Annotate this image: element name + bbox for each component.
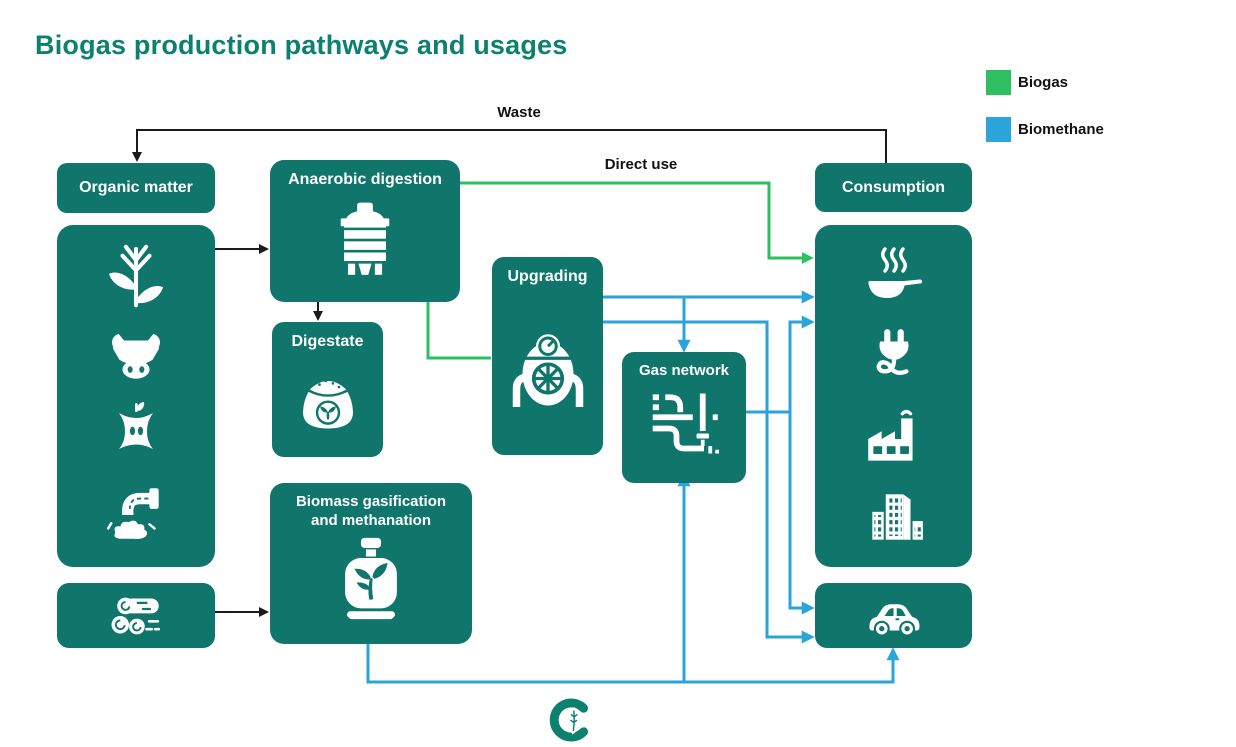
electric-plug-icon [876, 329, 909, 375]
legend-item-biogas: Biogas [986, 70, 1104, 95]
legend: Biogas Biomethane [986, 70, 1104, 164]
cooking-pan-icon [867, 247, 922, 298]
legend-label: Biomethane [1018, 121, 1104, 138]
direct-use-flow-label: Direct use [604, 156, 678, 173]
icon-slot [270, 196, 460, 288]
corn-crop-icon [109, 244, 163, 308]
consumption-label: Consumption [841, 178, 946, 196]
pipe-network-icon [652, 393, 719, 454]
icon-slot [57, 475, 215, 553]
organic-matter-title-box: Organic matter [57, 163, 215, 213]
biomass-gasification-label: Biomass gasification and methanation [295, 493, 447, 529]
page-title: Biogas production pathways and usages [35, 30, 568, 60]
upgrading-unit-icon [512, 334, 583, 407]
apple-core-icon [119, 402, 153, 449]
anaerobic-digestion-node: Anaerobic digestion [270, 160, 460, 302]
gas-network-label: Gas network [638, 362, 730, 379]
wood-logs-node [57, 583, 215, 648]
anaerobic-digestion-label: Anaerobic digestion [288, 171, 442, 188]
sprout-glyph [319, 406, 336, 420]
waste-flow-label: Waste [497, 104, 541, 121]
organic-matter-label: Organic matter [79, 179, 193, 196]
gas-cylinder-icon [345, 537, 397, 620]
digestate-node: Digestate [272, 322, 383, 457]
icon-slot [815, 245, 972, 311]
icon-slot [492, 301, 603, 435]
factory-icon [867, 410, 913, 461]
icon-slot [815, 323, 972, 395]
waste-flow-line [132, 129, 887, 163]
biogas-swatch [986, 70, 1011, 95]
biomethane-swatch [986, 117, 1011, 142]
icon-slot [57, 393, 215, 467]
upgrading-node: Upgrading [492, 257, 603, 455]
icon-slot [815, 481, 972, 553]
legend-item-biomethane: Biomethane [986, 117, 1104, 142]
gasnetwork-to-consumption-line [788, 315, 815, 412]
organic-matter-node [57, 225, 215, 567]
wastewater-pipe-icon [106, 488, 159, 540]
logs-icon [111, 597, 161, 634]
icon-slot [270, 531, 472, 631]
consumption-node [815, 225, 972, 567]
fertilizer-bag-icon [302, 379, 353, 429]
car-icon [868, 603, 919, 637]
direct-use-biogas-line [460, 181, 814, 264]
clean-energy-wire-leaf-c-logo [549, 698, 589, 742]
icon-slot [622, 384, 746, 468]
icon-slot [57, 237, 215, 315]
digester-tank-icon [340, 202, 390, 275]
transport-node [815, 583, 972, 648]
legend-label: Biogas [1018, 74, 1069, 91]
icon-slot [272, 356, 383, 440]
upgrading-label: Upgrading [507, 268, 588, 285]
gasnetwork-to-car-line [788, 412, 815, 615]
buildings-icon [871, 494, 923, 540]
icon-slot [815, 405, 972, 473]
cow-icon [112, 333, 160, 379]
leaf-veins [570, 710, 578, 732]
consumption-title-box: Consumption [815, 163, 972, 212]
gas-network-node: Gas network [622, 352, 746, 483]
leaves-glyph [354, 563, 388, 600]
digestate-label: Digestate [291, 333, 364, 350]
biomass-gasification-node: Biomass gasification and methanation [270, 483, 472, 644]
icon-slot [57, 321, 215, 389]
